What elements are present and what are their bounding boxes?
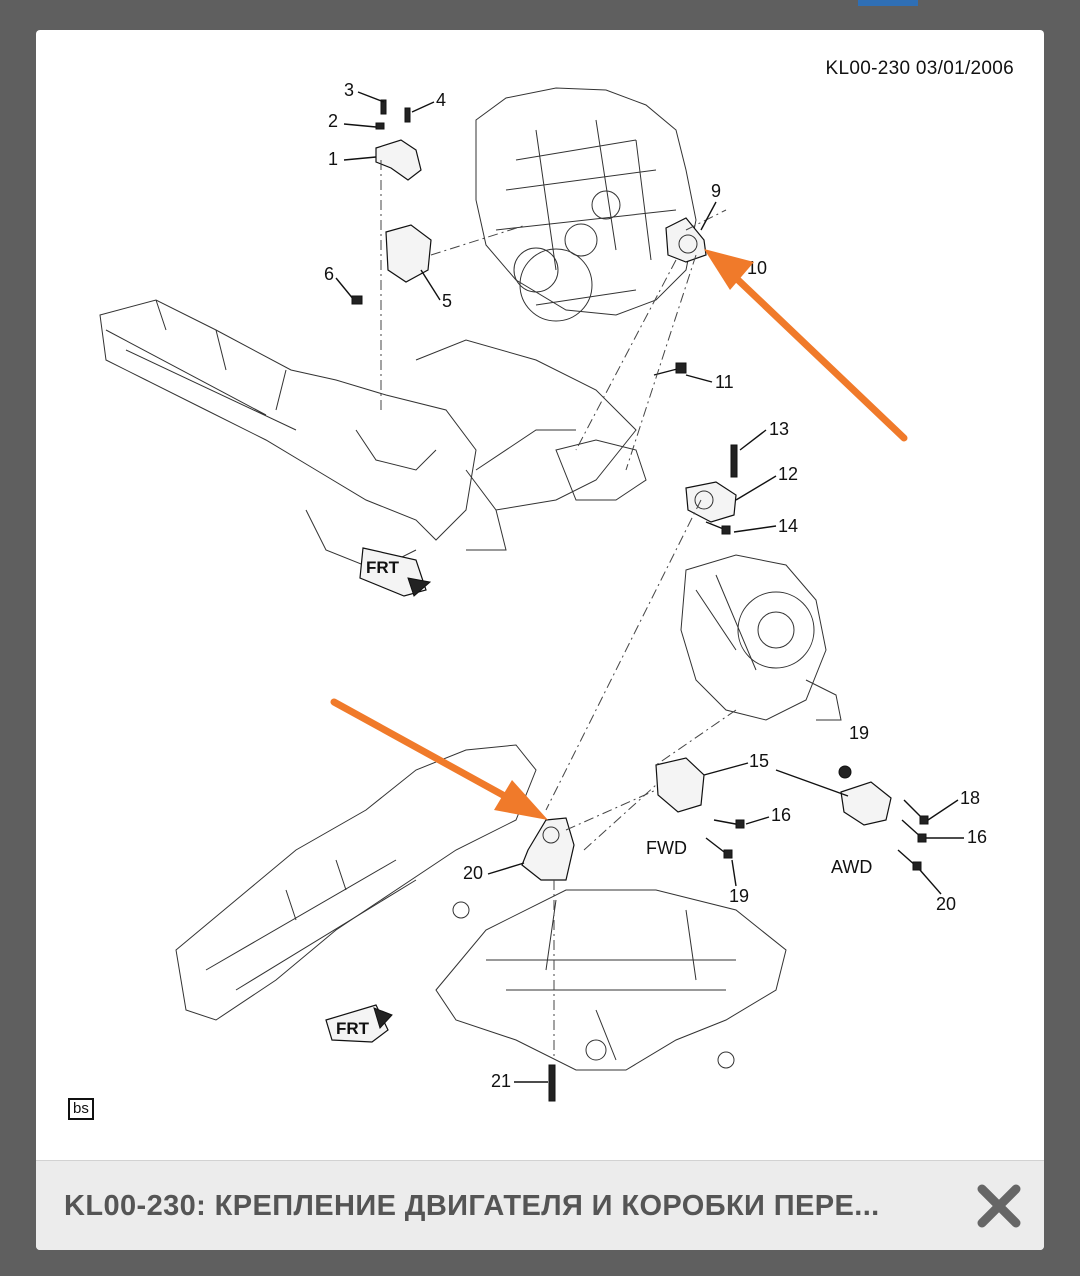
svg-text:14: 14 <box>778 516 798 536</box>
frt-direction-icon-upper: FRT <box>359 547 432 597</box>
svg-text:5: 5 <box>442 291 452 311</box>
svg-text:13: 13 <box>769 419 789 439</box>
svg-text:19: 19 <box>849 723 869 743</box>
fwd-label: FWD <box>646 838 687 858</box>
svg-text:15: 15 <box>749 751 769 771</box>
upper-frame <box>99 299 647 571</box>
engine-assembly <box>475 87 697 322</box>
top-tab-indicator <box>858 0 918 6</box>
svg-text:16: 16 <box>771 805 791 825</box>
svg-text:19: 19 <box>729 886 749 906</box>
svg-text:4: 4 <box>436 90 446 110</box>
image-viewer: KL00-230 03/01/2006 <box>36 30 1044 1250</box>
upper-mount-parts <box>335 99 727 471</box>
frt-direction-icon-lower: FRT <box>325 1004 393 1043</box>
svg-text:20: 20 <box>936 894 956 914</box>
svg-text:18: 18 <box>960 788 980 808</box>
lower-mount-parts <box>521 444 929 1102</box>
highlight-arrow-lower <box>330 698 548 820</box>
svg-text:21: 21 <box>491 1071 511 1091</box>
exploded-diagram: FRT 3 4 2 1 6 5 9 10 11 <box>99 80 987 1102</box>
close-icon[interactable] <box>972 1179 1026 1233</box>
svg-text:9: 9 <box>711 181 721 201</box>
transmission-assembly <box>680 554 842 721</box>
svg-text:1: 1 <box>328 149 338 169</box>
lower-frame-left <box>175 744 537 1021</box>
svg-text:3: 3 <box>344 80 354 100</box>
lower-callouts: 13 12 14 15 16 19 18 16 19 20 20 20 21 <box>463 419 987 1091</box>
upper-callouts: 3 4 2 1 6 5 9 10 11 <box>324 80 767 392</box>
svg-text:2: 2 <box>328 111 338 131</box>
svg-text:6: 6 <box>324 264 334 284</box>
frt-label-lower: FRT <box>336 1019 370 1038</box>
frt-label-upper: FRT <box>366 558 400 577</box>
diagram-reference: KL00-230 03/01/2006 <box>825 58 1014 79</box>
caption-title: KL00-230: КРЕПЛЕНИЕ ДВИГАТЕЛЯ И КОРОБКИ … <box>64 1189 880 1222</box>
caption-bar: KL00-230: КРЕПЛЕНИЕ ДВИГАТЕЛЯ И КОРОБКИ … <box>36 1160 1044 1250</box>
corner-badge: bs <box>68 1098 94 1120</box>
highlight-arrow-upper <box>704 249 908 442</box>
svg-text:11: 11 <box>715 372 734 392</box>
svg-text:20: 20 <box>463 863 483 883</box>
lower-subframe <box>435 889 787 1071</box>
svg-text:12: 12 <box>778 464 798 484</box>
awd-label: AWD <box>831 857 872 877</box>
svg-text:16: 16 <box>967 827 987 847</box>
